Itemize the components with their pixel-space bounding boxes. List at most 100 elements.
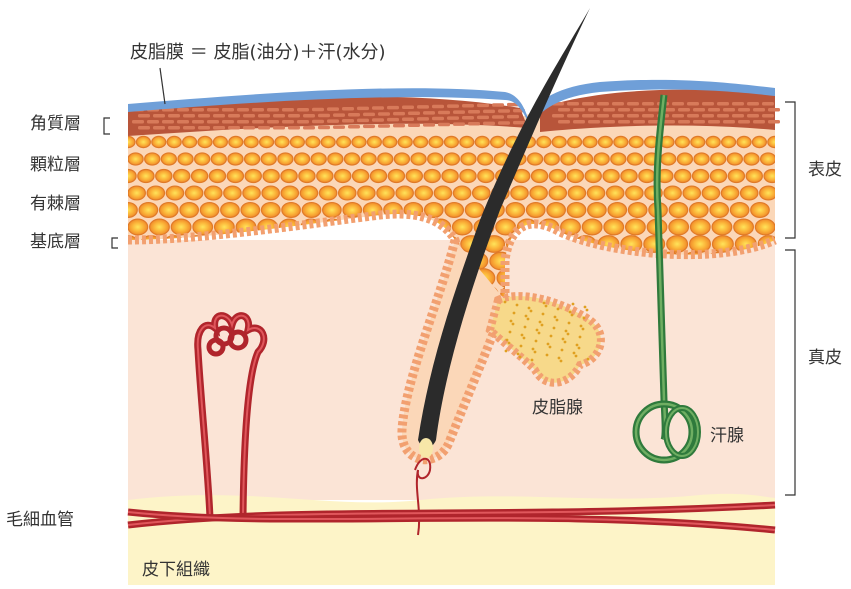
epidermal-cell xyxy=(690,219,710,235)
corneum-cell xyxy=(192,120,204,124)
epidermal-cell xyxy=(694,153,709,165)
corneum-cell xyxy=(237,108,249,112)
corneum-cell xyxy=(333,125,345,129)
corneum-cell xyxy=(687,102,699,106)
corneum-cell xyxy=(768,108,780,112)
epidermal-cell xyxy=(475,136,489,147)
epidermal-cell xyxy=(229,136,243,147)
epidermal-cell xyxy=(752,136,766,147)
epidermal-cell xyxy=(428,153,443,165)
epidermal-cell xyxy=(461,153,476,165)
epidermal-cell xyxy=(299,169,315,182)
sebum-dot xyxy=(504,301,507,304)
corneum-cell xyxy=(378,124,390,128)
corneum-cell xyxy=(633,108,645,112)
corneum-cell xyxy=(558,120,570,124)
corneum-cell xyxy=(612,114,624,118)
epidermal-cell xyxy=(568,186,585,200)
sebum-dot xyxy=(532,348,535,351)
corneum-cell xyxy=(708,108,720,112)
corneum-cell xyxy=(417,117,429,121)
epidermal-cell xyxy=(317,169,333,182)
epidermal-cell xyxy=(737,136,751,147)
corneum-cell xyxy=(573,108,585,112)
sebum-dot xyxy=(543,302,546,305)
epidermal-cell xyxy=(661,153,676,165)
corneum-cell xyxy=(732,102,744,106)
epidermal-cell xyxy=(675,169,691,182)
corneum-cell xyxy=(468,110,480,114)
epidermal-cell xyxy=(549,169,565,182)
epidermal-cell xyxy=(760,186,777,200)
epidermal-cell xyxy=(209,169,225,182)
corneum-cell xyxy=(672,102,684,106)
epidermal-cell xyxy=(136,136,150,147)
corneum-cell xyxy=(582,114,594,118)
epidermal-cell xyxy=(561,153,576,165)
epidermal-cell xyxy=(491,136,505,147)
corneum-cell xyxy=(732,114,744,118)
epidermal-cell xyxy=(260,136,274,147)
corneum-cell xyxy=(138,126,150,130)
sebum-dot xyxy=(567,333,570,336)
sebum-dot xyxy=(572,303,575,306)
sebum-dot xyxy=(556,319,559,322)
corneum-cell xyxy=(588,120,600,124)
corneum-cell xyxy=(753,108,765,112)
sebum-dot xyxy=(546,354,549,357)
corneum-cell xyxy=(333,113,345,117)
epidermal-cell xyxy=(611,153,626,165)
corneum-cell xyxy=(303,126,315,130)
epidermal-cell xyxy=(178,153,193,165)
epidermal-cell xyxy=(453,186,470,200)
corneum-cell xyxy=(213,114,225,118)
epidermal-cell xyxy=(506,203,525,218)
corneum-cell xyxy=(567,102,579,106)
sebum-dot xyxy=(565,330,568,333)
epidermal-cell xyxy=(728,169,744,182)
sebum-dot xyxy=(573,352,576,355)
epidermal-cell xyxy=(236,219,256,235)
corneum-cell xyxy=(453,122,465,126)
corneum-cell xyxy=(603,108,615,112)
epidermal-cell xyxy=(328,153,343,165)
sebum-dot xyxy=(583,317,586,320)
epidermal-cell xyxy=(567,169,583,182)
corneum-cell xyxy=(453,110,465,114)
epidermal-cell xyxy=(727,153,742,165)
sebum-dot xyxy=(553,327,556,330)
corneum-cell xyxy=(462,104,474,108)
epidermal-cell xyxy=(414,136,428,147)
stratum-spinosum-label: 有棘層 xyxy=(30,196,81,213)
epidermal-cell xyxy=(691,136,705,147)
epidermal-cell xyxy=(453,219,473,235)
corneum-cell xyxy=(462,116,474,120)
sebum-dot xyxy=(550,335,553,338)
corneum-cell xyxy=(507,115,519,119)
epidermal-cell xyxy=(128,186,145,200)
epidermal-cell xyxy=(434,186,451,200)
corneum-cell xyxy=(282,120,294,124)
epidermal-cell xyxy=(706,136,720,147)
sebum-dot xyxy=(558,357,561,360)
corneum-cell xyxy=(738,120,750,124)
epidermal-cell xyxy=(669,219,689,235)
corneum-cell xyxy=(372,106,384,110)
sebum-dot xyxy=(578,347,581,350)
epidermal-cell xyxy=(710,169,726,182)
corneum-cell xyxy=(267,108,279,112)
epidermal-cell xyxy=(582,219,602,235)
epidermal-cell xyxy=(147,186,164,200)
epidermis-label: 表皮 xyxy=(808,162,842,179)
sebum-dot xyxy=(508,342,511,345)
epidermal-cell xyxy=(352,169,368,182)
sebum-dot xyxy=(520,345,523,348)
epidermal-cell xyxy=(722,136,736,147)
corneum-bracket xyxy=(104,118,110,134)
epidermal-cell xyxy=(406,169,422,182)
epidermal-cell xyxy=(675,136,689,147)
corneum-cell xyxy=(258,114,270,118)
epidermal-cell xyxy=(261,153,276,165)
sebum-dot xyxy=(554,316,557,319)
